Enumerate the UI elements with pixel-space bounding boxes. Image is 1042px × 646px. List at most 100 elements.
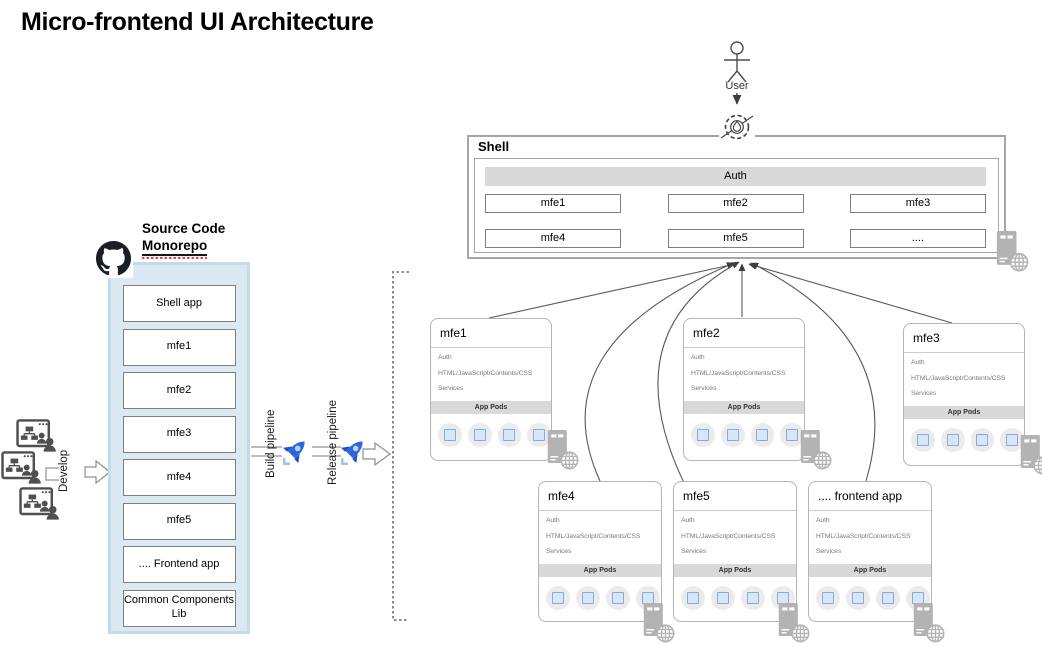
card-layer-auth: Auth [691,354,705,361]
pod-icon [911,427,935,452]
shell-auth-bar: Auth [485,167,986,186]
card-layer-services: Services [816,548,842,555]
mfe1-card: mfe1 Auth HTML/JavaScript/Contents/CSS S… [430,318,552,461]
build-pipeline-icon [281,437,311,467]
card-layer-services: Services [438,385,464,392]
card-layer-html: HTML/JavaScript/Contents/CSS [681,532,776,540]
card-layer-auth: Auth [911,359,925,366]
pod-icon [720,422,745,447]
developer-icon [16,419,56,455]
shell-slot-mfe4: mfe4 [485,229,621,248]
shell-slot-mfe5: mfe5 [667,229,804,248]
pods-row [904,419,1024,452]
pod-icon [940,427,965,452]
card-layer-services: Services [911,390,937,397]
shell-title: Shell [478,139,510,154]
card-title: .... frontend app [809,482,931,511]
pods-row [674,577,796,610]
repo-item-mfe2: mfe2 [122,372,236,409]
mfe2-card: mfe2 Auth HTML/JavaScript/Contents/CSS S… [683,318,805,461]
pod-icon [970,427,995,452]
mfe3-card: mfe3 Auth HTML/JavaScript/Contents/CSS S… [903,323,1025,466]
user-label: User [725,80,749,92]
pod-icon [497,422,522,447]
develop-arrow [84,459,111,485]
card-layer-services: Services [681,548,707,555]
shell-server-icon [995,231,1029,272]
monorepo-heading-line1: Source Code [142,221,226,236]
develop-label: Develop [58,449,70,493]
app-pods-bar: App Pods [539,563,661,577]
monorepo-heading-line2: Monorepo [142,237,208,259]
pods-row [539,577,661,610]
user-actor-icon [724,41,750,83]
mfe4-card: mfe4 Auth HTML/JavaScript/Contents/CSS S… [538,481,662,622]
repo-item-mfe5: mfe5 [122,502,236,540]
pod-icon [467,422,492,447]
card-layer-auth: Auth [681,517,695,524]
pod-icon [816,585,840,610]
pod-icon [546,585,570,610]
repo-item-mfe4: mfe4 [122,459,236,496]
server-icon [799,430,832,470]
server-icon [546,430,579,470]
github-icon [96,241,131,276]
pod-icon [681,585,705,610]
pod-icon [606,585,630,610]
pod-icon [846,585,870,610]
pods-row [684,414,804,447]
shell-slot-mfe1: mfe1 [485,194,621,213]
card-layer-html: HTML/JavaScript/Contents/CSS [911,374,1006,382]
developer-icon [1,451,41,487]
card-title: mfe2 [684,319,804,348]
app-pods-bar: App Pods [674,563,796,577]
server-icon [777,603,810,643]
card-title: mfe4 [539,482,661,511]
card-layer-html: HTML/JavaScript/Contents/CSS [546,532,641,540]
build-pipeline-label: Build pipeline [265,409,277,479]
pod-icon [576,585,600,610]
repo-item-common-lib: Common Components Lib [122,589,236,627]
repo-item-frontend-app: .... Frontend app [122,546,236,583]
card-layer-auth: Auth [546,517,560,524]
card-layer-services: Services [691,385,717,392]
repo-item-mfe3: mfe3 [122,415,236,453]
server-icon [912,603,945,643]
app-pods-bar: App Pods [684,400,804,414]
mfe5-card: mfe5 Auth HTML/JavaScript/Contents/CSS S… [673,481,797,622]
pod-icon [527,422,551,447]
monorepo-heading: Source Code Monorepo [142,220,254,259]
card-title: mfe3 [904,324,1024,353]
card-layer-services: Services [546,548,572,555]
pod-icon [691,422,715,447]
shell-slot-more: .... [850,229,986,248]
page-title: Micro-frontend UI Architecture [21,8,374,36]
repo-item-shell-app: Shell app [122,285,236,322]
card-layer-auth: Auth [438,354,452,361]
app-pods-bar: App Pods [904,405,1024,419]
card-layer-auth: Auth [816,517,830,524]
app-pods-bar: App Pods [431,400,551,414]
card-layer-html: HTML/JavaScript/Contents/CSS [438,369,533,377]
repo-item-mfe1: mfe1 [122,328,236,366]
front-door-icon [719,109,755,145]
shell-inner-frame: Auth mfe1 mfe2 mfe3 mfe4 mfe5 .... [474,158,999,253]
developer-icon [19,487,59,523]
card-title: mfe5 [674,482,796,511]
pod-icon [438,422,462,447]
shell-slot-mfe2: mfe2 [667,194,804,213]
app-pods-bar: App Pods [809,563,931,577]
deployment-boundary [392,271,409,621]
frontend-app-card: .... frontend app Auth HTML/JavaScript/C… [808,481,932,622]
pod-icon [1000,427,1024,452]
card-layer-html: HTML/JavaScript/Contents/CSS [691,369,786,377]
shell-container: Shell Auth mfe1 mfe2 mfe3 mfe4 mfe5 .... [467,135,1006,259]
pods-row [431,414,551,447]
arrow-mfe3-shell [748,262,953,324]
release-pipeline-label: Release pipeline [327,399,339,485]
pod-icon [741,585,765,610]
pod-icon [750,422,775,447]
monorepo-container: Shell app mfe1 mfe2 mfe3 mfe4 mfe5 .... … [108,262,250,634]
card-title: mfe1 [431,319,551,348]
pod-icon [876,585,900,610]
